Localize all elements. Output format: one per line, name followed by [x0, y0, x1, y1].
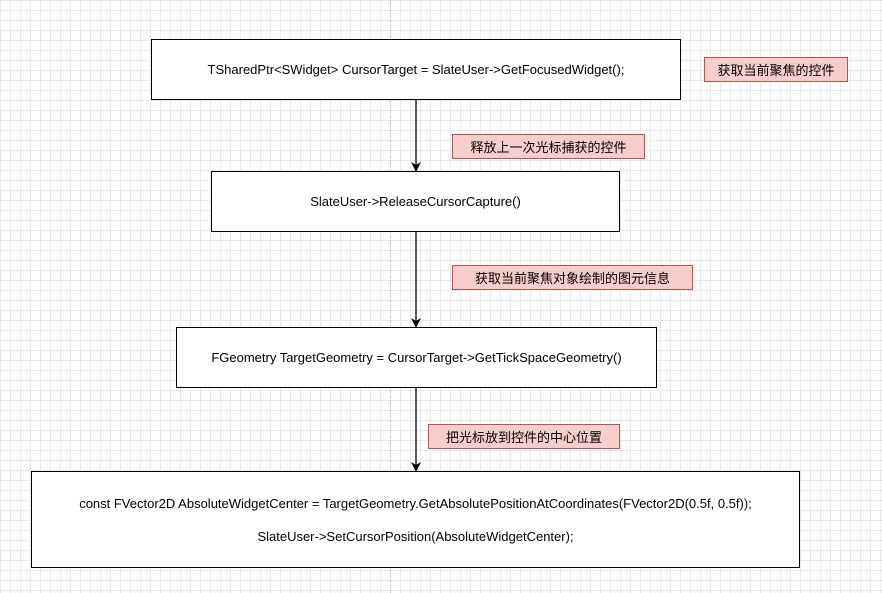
step-release-cursor-capture-code: SlateUser->ReleaseCursorCapture() [310, 194, 521, 209]
step-get-focused-widget-code: TSharedPtr<SWidget> CursorTarget = Slate… [207, 62, 625, 77]
step-set-cursor-position-code-line1: const FVector2D AbsoluteWidgetCenter = T… [79, 495, 752, 511]
vertical-guide-line [390, 0, 391, 593]
note-get-geometry: 获取当前聚焦对象绘制的图元信息 [452, 265, 693, 290]
step-get-focused-widget[interactable]: TSharedPtr<SWidget> CursorTarget = Slate… [151, 39, 681, 100]
step-set-cursor-position[interactable]: const FVector2D AbsoluteWidgetCenter = T… [31, 471, 800, 568]
step-get-tick-space-geometry[interactable]: FGeometry TargetGeometry = CursorTarget-… [176, 327, 657, 388]
step-set-cursor-position-code-line2: SlateUser->SetCursorPosition(AbsoluteWid… [257, 528, 574, 544]
step-release-cursor-capture[interactable]: SlateUser->ReleaseCursorCapture() [211, 171, 620, 232]
note-set-cursor-center: 把光标放到控件的中心位置 [428, 424, 620, 449]
step-get-tick-space-geometry-code: FGeometry TargetGeometry = CursorTarget-… [211, 350, 622, 365]
note-release-capture: 释放上一次光标捕获的控件 [452, 134, 645, 159]
note-get-focused-widget: 获取当前聚焦的控件 [704, 57, 848, 82]
